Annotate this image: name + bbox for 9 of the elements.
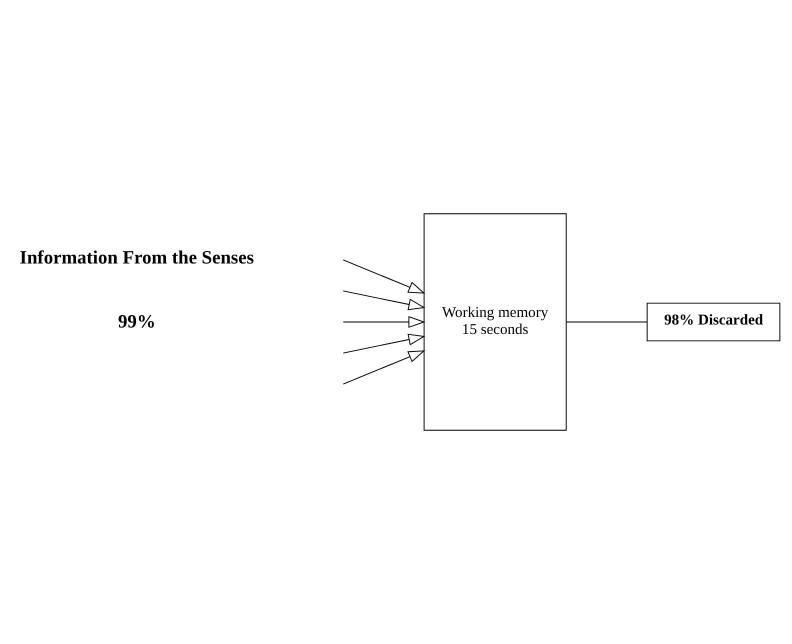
node-box: 98% Discarded: [646, 302, 780, 342]
arrow: [342, 316, 426, 328]
label: Information From the Senses: [20, 248, 254, 269]
arrow: [342, 334, 426, 354]
arrow: [342, 259, 426, 294]
arrow: [342, 350, 426, 385]
label: 99%: [118, 312, 156, 333]
node-box: Working memory 15 seconds: [424, 213, 567, 431]
arrow: [342, 290, 426, 310]
